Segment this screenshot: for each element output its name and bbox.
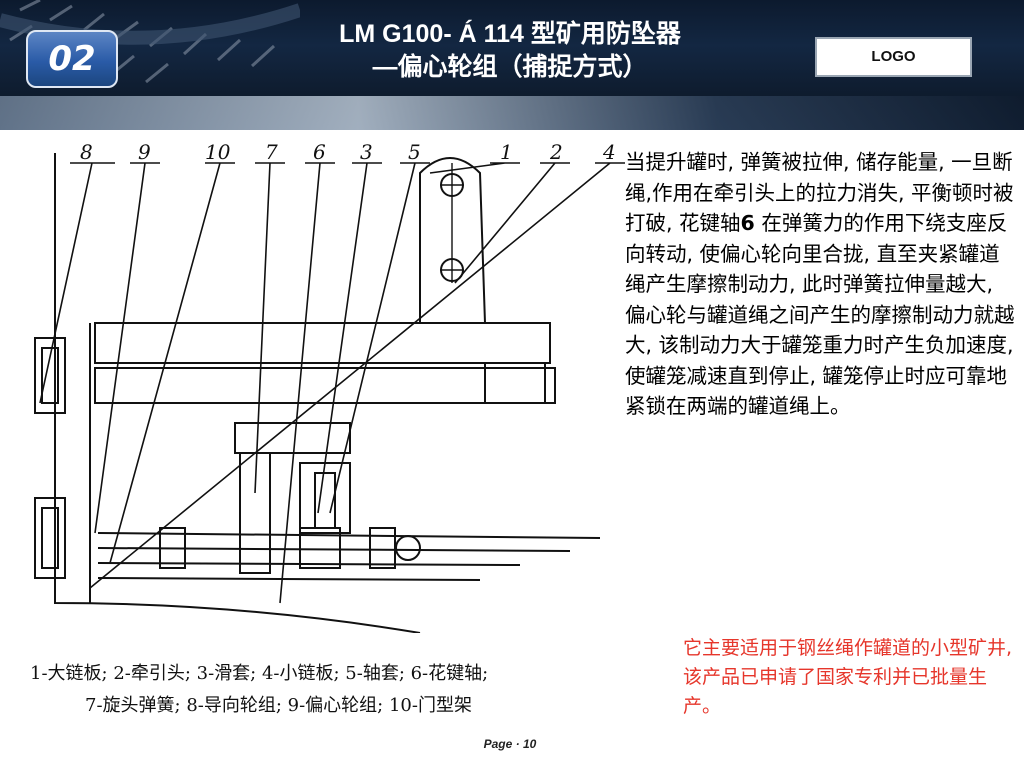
slide-number-badge: 02 [26, 30, 118, 88]
page-separator: · [515, 737, 520, 751]
frame-outline [54, 153, 421, 633]
callout-6: 6 [313, 140, 326, 164]
legend-row-2: 7-旋头弹簧; 8-导向轮组; 9-偏心轮组; 10-门型架 [85, 695, 472, 716]
callout-leaders [39, 162, 625, 604]
title-line-2: —偏心轮组（捕捉方式） [372, 53, 648, 81]
page-footer: Page · 10 [440, 737, 580, 751]
callout-5: 5 [408, 140, 421, 164]
page-label: Page [483, 737, 513, 751]
callout-4: 4 [602, 140, 616, 164]
logo: LOGO [815, 37, 972, 77]
callout-8: 8 [80, 140, 93, 164]
description-bold-number: 6 [740, 211, 755, 235]
callout-7: 7 [265, 140, 278, 164]
parts-legend: 1-大链板; 2-牵引头; 3-滑套; 4-小链板; 5-轴套; 6-花键轴; … [30, 658, 650, 722]
callout-3: 3 [360, 140, 373, 164]
title-line-1: LM G100- Á 114 型矿用防坠器 [339, 20, 681, 48]
slide-header: 02 LM G100- Á 114 型矿用防坠器 —偏心轮组（捕捉方式） LOG… [0, 0, 1024, 130]
callout-10: 10 [205, 140, 231, 164]
description-text-2: 在弹簧力的作用下绕支座反向转动, 使偏心轮向里合拢, 直至夹紧罐道绳产生摩擦制动… [625, 211, 1015, 418]
description-text-1: 当提升罐时, 弹簧被拉伸, 储存能量, 一旦断绳,作用在牵引头上的拉力消失, 平… [625, 150, 1014, 235]
legend-row-1: 1-大链板; 2-牵引头; 3-滑套; 4-小链板; 5-轴套; 6-花键轴; [30, 663, 489, 684]
mechanism-description: 当提升罐时, 弹簧被拉伸, 储存能量, 一旦断绳,作用在牵引头上的拉力消失, 平… [625, 147, 1020, 422]
callout-2: 2 [549, 140, 563, 164]
slide-title: LM G100- Á 114 型矿用防坠器 —偏心轮组（捕捉方式） [250, 18, 770, 84]
page-number: 10 [523, 737, 537, 751]
header-shine [0, 96, 1024, 130]
top-beam [94, 322, 551, 364]
pull-head [419, 157, 487, 324]
technical-drawing: 8 9 10 7 6 3 5 1 2 4 [0, 133, 665, 633]
application-note: 它主要适用于钢丝绳作罐道的小型矿井, 该产品已申请了国家专利并已批量生产。 [683, 637, 1013, 717]
callout-9: 9 [138, 140, 151, 164]
callout-1: 1 [500, 140, 513, 164]
